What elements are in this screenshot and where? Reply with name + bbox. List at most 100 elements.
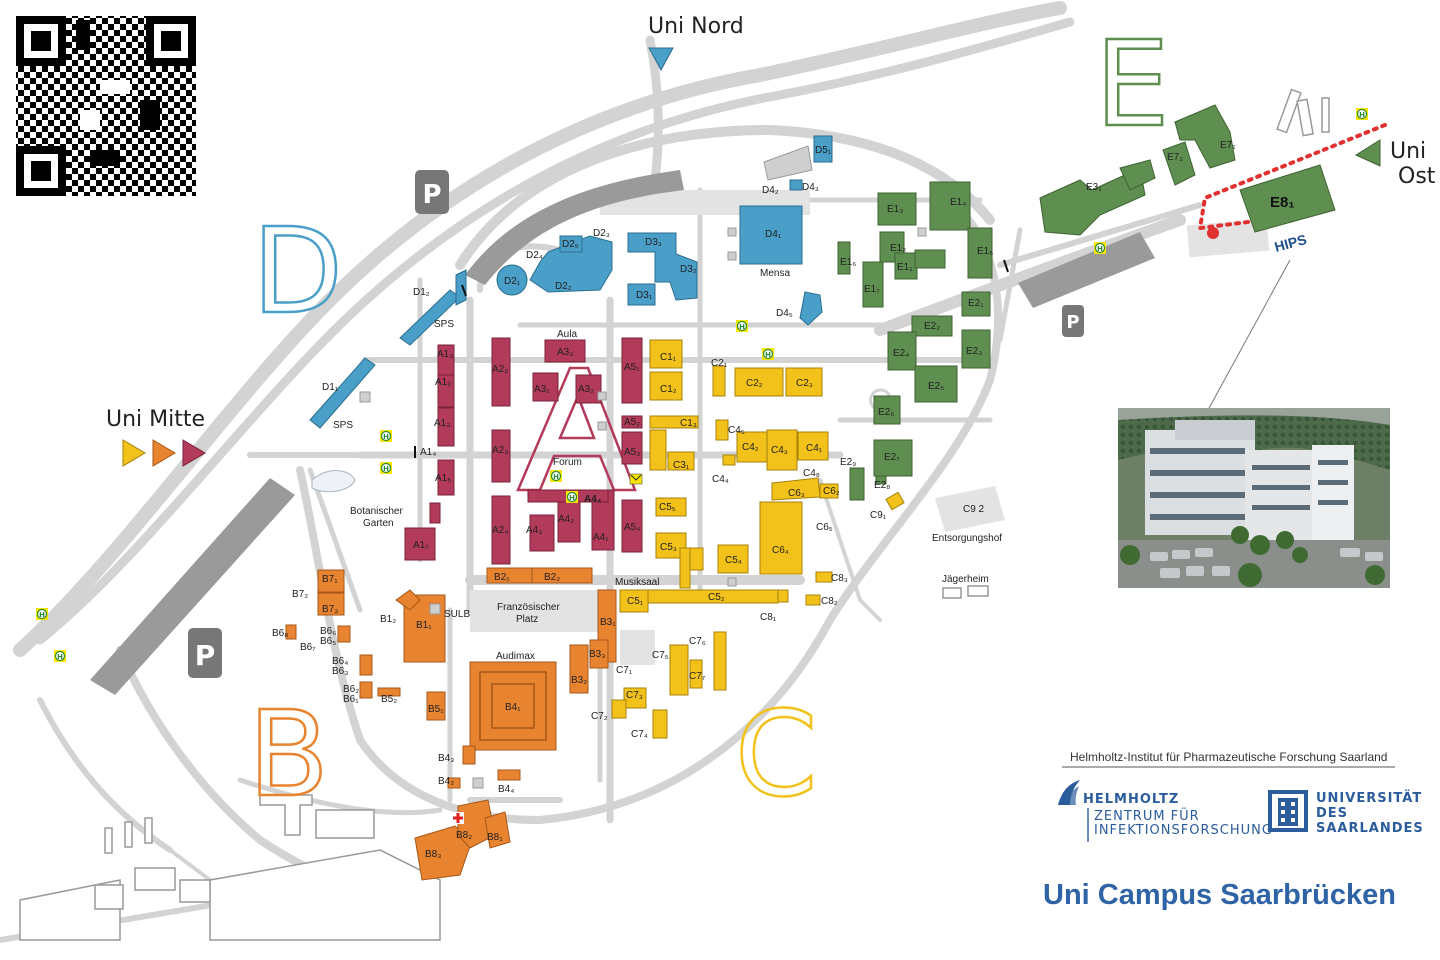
svg-text:Ost: Ost <box>1398 164 1436 189</box>
svg-text:B6₆: B6₆ <box>320 626 336 637</box>
svg-text:D4₁: D4₁ <box>765 229 782 240</box>
barriers <box>414 259 1009 458</box>
svg-text:Garten: Garten <box>363 518 394 529</box>
svg-text:B6₃: B6₃ <box>332 666 348 677</box>
svg-text:B3₁: B3₁ <box>600 617 616 628</box>
svg-text:C7₅: C7₅ <box>652 650 669 661</box>
svg-text:Mensa: Mensa <box>760 268 790 279</box>
place-labels: Aula Forum Mensa SPS SPS Botanischer Gar… <box>333 268 1002 662</box>
service-buildings <box>359 145 927 789</box>
svg-text:D3₁: D3₁ <box>636 290 653 301</box>
svg-text:H: H <box>739 323 745 331</box>
svg-text:E3₁: E3₁ <box>1086 182 1102 193</box>
svg-text:D1₁: D1₁ <box>322 382 339 393</box>
uds-logo: UNIVERSITÄT DES SAARLANDES <box>1268 790 1424 836</box>
svg-text:A3₂: A3₂ <box>578 384 594 395</box>
zone-letters: D E B C <box>247 14 1171 825</box>
svg-text:H: H <box>765 351 771 359</box>
svg-text:B7₃: B7₃ <box>322 604 338 615</box>
svg-text:D5₁: D5₁ <box>815 145 832 156</box>
buildings-a[interactable] <box>404 337 643 565</box>
svg-text:E2₇: E2₇ <box>884 452 900 463</box>
svg-text:B: B <box>248 685 329 823</box>
svg-text:E1₃: E1₃ <box>887 204 903 215</box>
svg-text:E2₈: E2₈ <box>874 480 890 491</box>
svg-text:ZENTRUM FÜR: ZENTRUM FÜR <box>1094 807 1200 824</box>
svg-text:A1₅: A1₅ <box>435 473 451 484</box>
svg-text:C6₃: C6₃ <box>788 488 805 499</box>
svg-text:H: H <box>569 494 575 502</box>
svg-text:B6₇: B6₇ <box>300 642 316 653</box>
photo-pointer <box>1207 259 1291 411</box>
svg-text:C4₁: C4₁ <box>806 443 823 454</box>
buildings-e[interactable] <box>837 104 1336 501</box>
svg-text:B4₃: B4₃ <box>438 753 454 764</box>
svg-text:D1₂: D1₂ <box>413 287 430 298</box>
svg-text:C2₃: C2₃ <box>796 378 813 389</box>
hips-route <box>1197 123 1387 239</box>
buildings-c[interactable] <box>611 339 905 739</box>
svg-text:SAARLANDES: SAARLANDES <box>1316 821 1424 836</box>
svg-text:A5₁: A5₁ <box>624 362 640 373</box>
svg-text:B6₂: B6₂ <box>343 684 359 695</box>
svg-text:D2₁: D2₁ <box>504 276 521 287</box>
svg-text:A1₇: A1₇ <box>413 540 429 551</box>
svg-text:C1₃: C1₃ <box>680 418 697 429</box>
svg-text:Platz: Platz <box>516 614 538 625</box>
svg-text:P: P <box>195 639 216 672</box>
svg-text:C7₇: C7₇ <box>689 671 706 682</box>
pond <box>311 470 356 493</box>
svg-text:C5₄: C5₄ <box>725 555 742 566</box>
svg-text:SPS: SPS <box>333 420 353 431</box>
svg-text:E7₁: E7₁ <box>1220 140 1236 151</box>
svg-text:SPS: SPS <box>434 319 454 330</box>
svg-text:C8₃: C8₃ <box>831 573 848 584</box>
svg-text:C6₂: C6₂ <box>823 486 840 497</box>
svg-text:D: D <box>252 202 343 340</box>
svg-text:B4₂: B4₂ <box>438 776 454 787</box>
svg-text:C2₁: C2₁ <box>711 358 728 369</box>
gate-uni-ost[interactable]: Uni Ost <box>1354 139 1436 189</box>
svg-text:C5₃: C5₃ <box>660 542 677 553</box>
svg-text:Uni: Uni <box>1390 139 1426 164</box>
svg-text:C3₁: C3₁ <box>673 460 690 471</box>
svg-text:B5₂: B5₂ <box>381 694 397 705</box>
svg-text:C8₂: C8₂ <box>821 596 838 607</box>
svg-text:A3₁: A3₁ <box>534 384 550 395</box>
hips-building-photo <box>1118 408 1390 588</box>
gate-uni-nord[interactable]: Uni Nord <box>648 14 744 72</box>
svg-text:INFEKTIONSFORSCHUNG: INFEKTIONSFORSCHUNG <box>1094 823 1273 838</box>
helmholtz-logo: HELMHOLTZ ZENTRUM FÜR INFEKTIONSFORSCHUN… <box>1058 780 1273 842</box>
svg-text:B6₄: B6₄ <box>332 656 348 667</box>
svg-text:C1₁: C1₁ <box>660 352 677 363</box>
gate-uni-mitte[interactable]: Uni Mitte <box>106 407 206 467</box>
svg-text:E2₆: E2₆ <box>878 407 894 418</box>
svg-text:C4₃: C4₃ <box>771 445 788 456</box>
svg-text:C4₈: C4₈ <box>803 468 820 479</box>
svg-text:Botanischer: Botanischer <box>350 506 403 517</box>
svg-text:Uni Nord: Uni Nord <box>648 14 744 39</box>
svg-text:A5₃: A5₃ <box>624 447 640 458</box>
hips-label: HIPS <box>1273 231 1309 255</box>
building-labels: D5₁ D4₂ D4₃ D4₁ D3₃ D3₂ D3₁ D2₃ D2₅ D2₄ … <box>272 140 1295 860</box>
svg-text:HELMHOLTZ: HELMHOLTZ <box>1083 792 1179 807</box>
svg-text:C8₁: C8₁ <box>760 612 777 623</box>
svg-text:B1₂: B1₂ <box>380 614 396 625</box>
svg-text:SULB: SULB <box>444 609 470 620</box>
buildings-d[interactable] <box>309 135 833 429</box>
svg-text:B8₂: B8₂ <box>456 830 472 841</box>
svg-text:E7₂: E7₂ <box>1167 152 1183 163</box>
svg-text:C: C <box>735 685 817 823</box>
parking-areas <box>90 170 1155 695</box>
svg-text:H: H <box>57 653 63 661</box>
svg-text:A1₃: A1₃ <box>434 418 450 429</box>
svg-text:A4₃: A4₃ <box>526 525 542 536</box>
svg-text:C4₄: C4₄ <box>712 474 729 485</box>
svg-text:E2₃: E2₃ <box>966 346 982 357</box>
svg-text:Jägerheim: Jägerheim <box>942 574 989 585</box>
svg-text:H: H <box>383 433 389 441</box>
svg-text:B2₁: B2₁ <box>494 572 510 583</box>
svg-text:A5₄: A5₄ <box>624 522 640 533</box>
svg-text:Audimax: Audimax <box>496 651 535 662</box>
svg-text:H: H <box>383 465 389 473</box>
